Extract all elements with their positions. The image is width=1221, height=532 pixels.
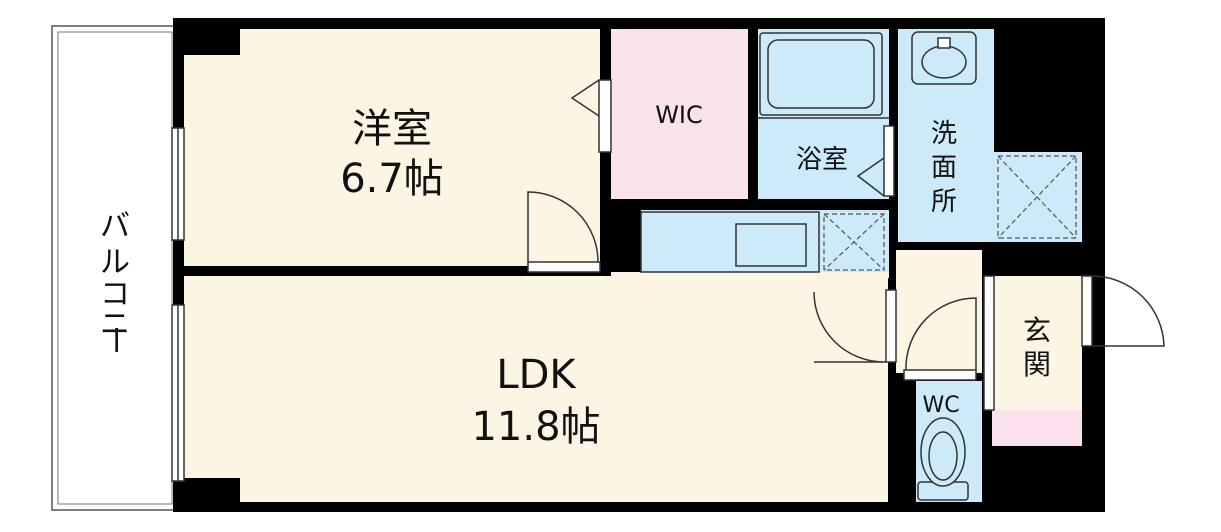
balcony-area: [51, 25, 179, 511]
ldk-notch: [611, 272, 889, 278]
balcony-char-4: ニ: [100, 307, 130, 342]
door-ldk-hall: [813, 289, 897, 363]
entrance-label-vertical: 玄 関: [1023, 314, 1051, 381]
door-front: [1081, 275, 1165, 347]
window-western: [171, 127, 185, 241]
washroom-label-vertical: 洗 面 所: [931, 119, 957, 217]
ldk-size: 11.8帖: [471, 404, 600, 450]
ldk-name: LDK: [496, 352, 577, 398]
toilet: [917, 417, 969, 501]
window-ldk: [171, 304, 185, 482]
wall-corner-tl: [184, 29, 240, 55]
wc-label: WC: [922, 393, 959, 418]
western-room: [184, 29, 600, 266]
bath-label: 浴室: [796, 145, 848, 175]
western-room-size: 6.7帖: [340, 156, 444, 202]
balcony-inner-line: [57, 31, 173, 505]
door-wic: [570, 79, 612, 153]
hallway: [896, 250, 982, 373]
balcony-char-5: ー: [97, 325, 132, 355]
balcony-char-3: コ: [100, 277, 130, 312]
door-western: [527, 191, 601, 273]
wic-room: [611, 29, 748, 199]
wall-pillar-kitchen: [611, 199, 641, 272]
wash-basin: [911, 31, 977, 85]
washroom-char-3: 所: [931, 187, 957, 217]
ldk-room: [184, 276, 888, 502]
wall-corner-bl: [184, 478, 240, 502]
western-room-name: 洋室: [352, 106, 432, 152]
door-entrance-inner: [983, 275, 995, 411]
entrance-step: [992, 410, 1082, 446]
entrance-char-1: 玄: [1023, 314, 1051, 347]
wall-divider-bath: [748, 29, 758, 199]
washroom-char-2: 面: [931, 153, 957, 183]
balcony-label-vertical: バ ル コ ニ ー: [97, 209, 132, 355]
entrance-char-2: 関: [1023, 348, 1051, 381]
balcony-char-1: バ: [100, 209, 130, 244]
washer-box: [997, 155, 1077, 239]
kitchen-sink: [640, 211, 820, 273]
wic-label: WIC: [655, 101, 703, 129]
door-wc: [903, 297, 977, 381]
fridge-space: [823, 213, 885, 271]
washroom-char-1: 洗: [931, 119, 957, 149]
door-bath: [856, 125, 895, 197]
entrance-area: [992, 276, 1082, 410]
bathtub: [759, 32, 883, 116]
balcony-char-2: ル: [100, 245, 130, 280]
